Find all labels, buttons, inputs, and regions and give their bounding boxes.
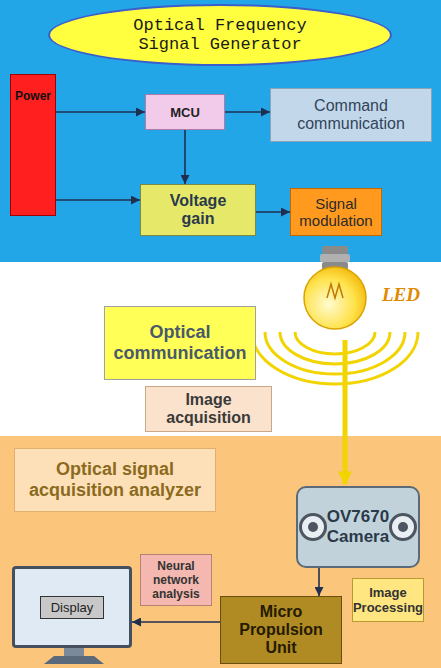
monitor-neck [64, 648, 84, 656]
micro-propulsion-box: Micro Propulsion Unit [220, 596, 342, 664]
node-text: MCU [170, 105, 200, 120]
node-text: Micro Propulsion Unit [227, 603, 335, 657]
generator-panel [0, 0, 441, 262]
optical-communication-box: Optical communication [104, 306, 256, 380]
camera-box: OV7670 Camera [296, 486, 420, 568]
flow-arrow [318, 568, 320, 596]
node-text: Power [15, 89, 51, 103]
node-text: OV7670 Camera [327, 507, 389, 547]
image-processing-box: Image Processing [352, 578, 424, 622]
node-text: Image acquisition [156, 391, 261, 427]
signal-modulation-box: Signal modulation [290, 188, 382, 236]
flow-arrow [184, 130, 186, 184]
node-text: Optical communication [109, 322, 251, 364]
display-screen-text: Display [40, 596, 105, 619]
analyzer-panel [0, 436, 441, 668]
flow-arrow [132, 621, 220, 623]
voltage-gain-box: Voltage gain [140, 184, 256, 236]
flow-arrow [56, 111, 145, 113]
flow-arrow [256, 211, 290, 213]
led-bulb [304, 246, 366, 329]
power-box: Power [10, 74, 56, 216]
node-text: Image Processing [353, 585, 423, 615]
neural-network-box: Neural network analysis [140, 554, 212, 606]
light-wave [265, 332, 405, 374]
command-box: Command communication [270, 88, 432, 142]
node-text: Command communication [281, 97, 421, 133]
title-ellipse: Optical Frequency Signal Generator [48, 4, 392, 66]
light-wave [295, 332, 375, 354]
light-wave [280, 332, 390, 364]
light-beam-arrow [343, 340, 348, 484]
camera-lens [299, 513, 327, 541]
monitor-stand [44, 648, 104, 664]
image-acquisition-box: Image acquisition [145, 386, 272, 432]
led-label: LED [382, 284, 420, 306]
node-text: Optical Frequency Signal Generator [110, 16, 330, 54]
light-wave [252, 332, 418, 384]
camera-lens [389, 513, 417, 541]
display-monitor: Display [12, 566, 132, 648]
bulb-base [320, 254, 350, 262]
mcu-box: MCU [145, 94, 225, 130]
monitor-foot [44, 656, 104, 664]
bulb-base [322, 246, 348, 254]
node-text: Neural network analysis [144, 559, 208, 601]
bulb-glass [304, 267, 366, 329]
flow-arrow [56, 199, 140, 201]
bulb-filament [327, 284, 343, 298]
analyzer-box: Optical signal acquisition analyzer [14, 448, 216, 512]
node-text: Voltage gain [155, 192, 241, 228]
node-text: Optical signal acquisition analyzer [23, 459, 207, 501]
light-waves [252, 332, 418, 384]
node-text: Signal modulation [295, 195, 377, 229]
flow-arrow [225, 111, 270, 113]
